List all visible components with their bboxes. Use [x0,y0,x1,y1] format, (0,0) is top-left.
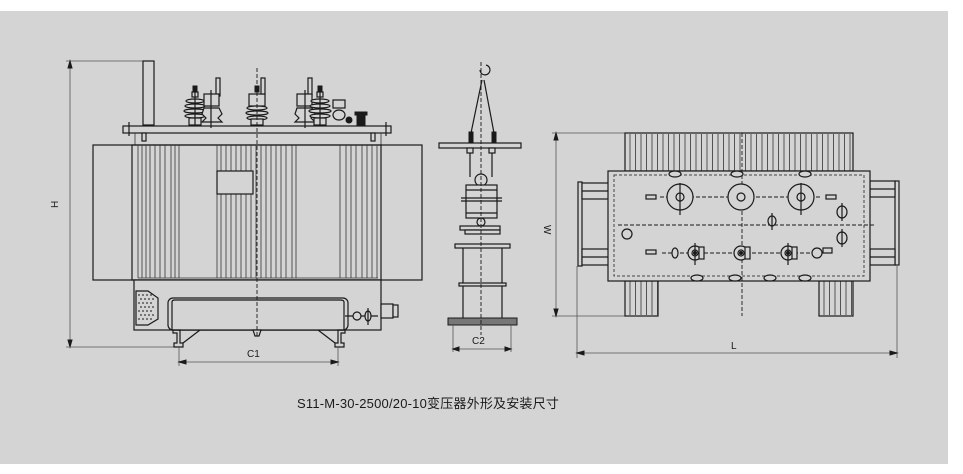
side-view: C2 [438,62,522,352]
grille-dot [142,310,144,312]
grille-dot [148,298,150,300]
grille-dot [142,318,144,320]
grille-dot [152,298,154,300]
lifting-lug [730,170,744,178]
valve-icon [380,303,394,319]
grille-dot [142,302,144,304]
grille-dot [140,298,142,300]
grille-dot [144,314,146,316]
grille-dot [150,310,152,312]
radiator-fins [137,145,378,279]
nameplate [216,170,254,195]
grille-dot [146,302,148,304]
hv-bushing-plan [666,183,815,215]
lifting-lug [728,274,742,282]
dimension-c2: C2 [451,325,513,352]
grille-dot [142,294,144,296]
lifting-lug [798,274,812,282]
hv-bushings [183,77,368,128]
lifting-lug [668,170,682,178]
grille-dot [140,306,142,308]
grille-dot [148,314,150,316]
grille-dot [138,294,140,296]
radiator-bottom-left [624,280,659,317]
lifting-lug [798,170,812,178]
grille-dot [146,310,148,312]
lv-bushing-plan [687,243,798,265]
grille-dot [138,318,140,320]
lifting-lug [690,274,704,282]
dim-label-h: H [50,201,61,208]
grille-dot [138,302,140,304]
radiator-bottom-right [818,280,854,317]
dim-label-c2: C2 [472,336,485,347]
front-view: H [50,59,423,366]
grille-dot [152,306,154,308]
grille-dot [152,314,154,316]
grille-dot [148,306,150,308]
grille-dot [150,318,152,320]
drawing-caption: S11-M-30-2500/20-10变压器外形及安装尺寸 [297,396,560,411]
dimension-w: W [541,131,630,318]
dimension-c1: C1 [177,347,340,366]
dim-label-c1: C1 [247,349,260,360]
top-view: W [541,131,900,358]
radiator-top [624,132,854,172]
grille-dot [146,294,148,296]
grille-dot [138,310,140,312]
grille-dot [144,306,146,308]
grille-dot [150,294,152,296]
dim-label-l: L [731,341,737,352]
dimension-h: H [50,59,176,349]
grille-dot [144,298,146,300]
conservator-post [142,60,155,126]
dim-label-w: W [541,225,552,235]
lifting-lug [763,274,777,282]
lifting-hook-icon [479,64,491,76]
radiator-fins-plan [624,132,854,317]
gauge-icon [332,99,346,109]
grille-dot [140,314,142,316]
grille-dot [150,302,152,304]
grille-dot [146,318,148,320]
dimension-l: L [575,266,899,358]
